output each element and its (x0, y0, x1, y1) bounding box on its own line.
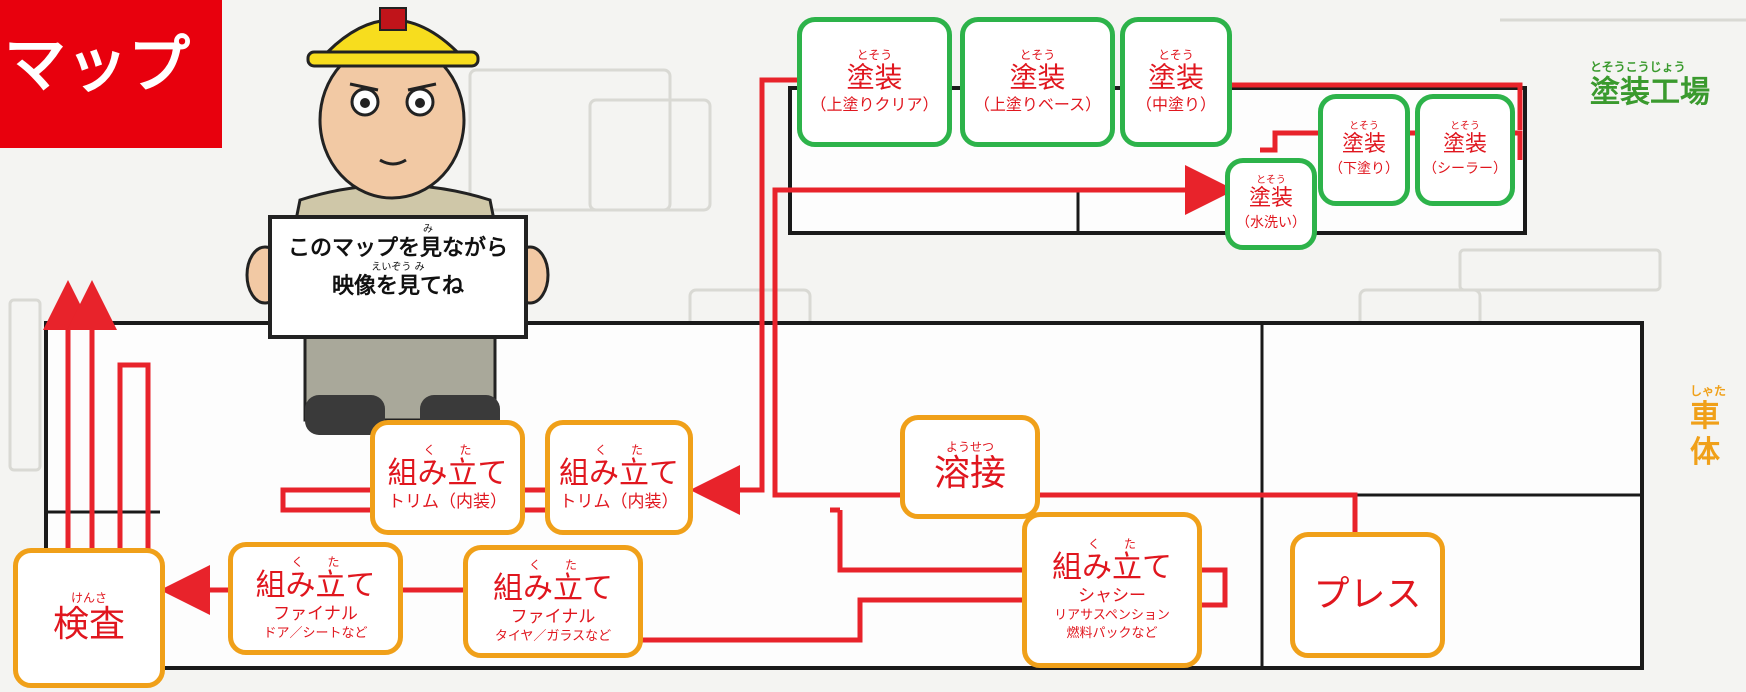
station-welding[interactable]: ようせつ 溶接 (900, 415, 1040, 519)
sign-ruby-2: えいぞう み (371, 262, 425, 273)
sign-line-1: このマップを見ながら (287, 236, 508, 261)
map-title: マップ (4, 28, 191, 101)
station-assy-trim-1[interactable]: く た 組み立て トリム（内装） (370, 420, 525, 535)
station-paint-under[interactable]: とそう 塗装 （下塗り） (1318, 94, 1410, 206)
station-paint-mid[interactable]: とそう 塗装 （中塗り） (1120, 17, 1232, 147)
sign-ruby-1: み (423, 224, 433, 235)
station-assy-trim-2[interactable]: く た 組み立て トリム（内装） (545, 420, 693, 535)
map-title-banner: マップ (0, 0, 222, 148)
station-assy-final-1[interactable]: く た 組み立て ファイナル ドア／シートなど (228, 542, 403, 655)
station-press[interactable]: プレス (1290, 532, 1445, 658)
instruction-sign: み このマップを見ながら えいぞう み 映像を見てね (268, 215, 528, 339)
station-inspection[interactable]: けんさ 検査 (13, 548, 165, 688)
body-plant-label: しゃた 車体 (1690, 384, 1727, 470)
station-paint-base[interactable]: とそう 塗装 （上塗りベース） (960, 17, 1115, 147)
station-paint-wash[interactable]: とそう 塗装 （水洗い） (1225, 158, 1317, 250)
station-assy-final-2[interactable]: く た 組み立て ファイナル タイヤ／ガラスなど (463, 545, 643, 658)
station-paint-clear[interactable]: とそう 塗装 （上塗りクリア） (797, 17, 952, 147)
painting-plant-label: とそうこうじょう 塗装工場 (1590, 60, 1710, 110)
station-assy-chassis[interactable]: く た 組み立て シャシー リアサスペンション 燃料パックなど (1022, 512, 1202, 668)
sign-line-2: 映像を見てね (331, 274, 464, 299)
station-paint-sealer[interactable]: とそう 塗装 （シーラー） (1415, 94, 1515, 206)
